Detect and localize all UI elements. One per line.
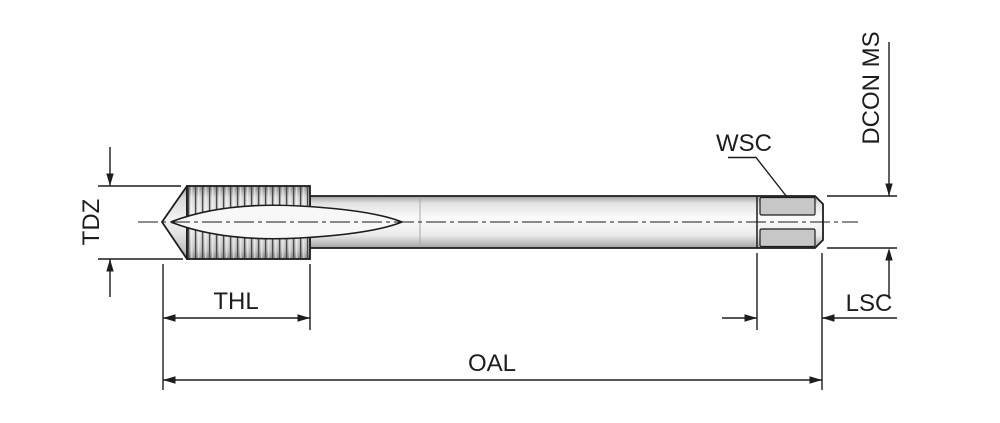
tdz-dimension: TDZ [78,147,183,297]
thl-arrow-right [297,314,310,322]
tdz-arrow-top [106,173,114,186]
dcon-arrow-top [885,183,893,196]
thl-dimension: THL [162,264,311,390]
dcon-dimension: DCON MS [827,31,897,298]
lsc-arrow-left [744,314,757,322]
oal-dimension: OAL [163,253,823,390]
wsc-leader-line [728,156,788,198]
square-drive [756,196,816,248]
tdz-label: TDZ [78,199,105,246]
square-flat-top [759,196,816,216]
thl-arrow-left [163,314,176,322]
dcon-label: DCON MS [858,31,885,144]
oal-arrow-right [809,376,822,384]
lsc-label: LSC [846,290,893,317]
wsc-callout: WSC [716,130,788,198]
lsc-dimension: LSC [722,253,897,330]
square-flat-bottom [759,228,816,248]
thl-label: THL [213,288,258,315]
oal-label: OAL [468,350,516,377]
wsc-label: WSC [716,130,772,157]
lsc-arrow-right [822,314,835,322]
dcon-arrow-bottom [885,248,893,261]
tdz-arrow-bottom [106,259,114,272]
oal-arrow-left [163,376,176,384]
